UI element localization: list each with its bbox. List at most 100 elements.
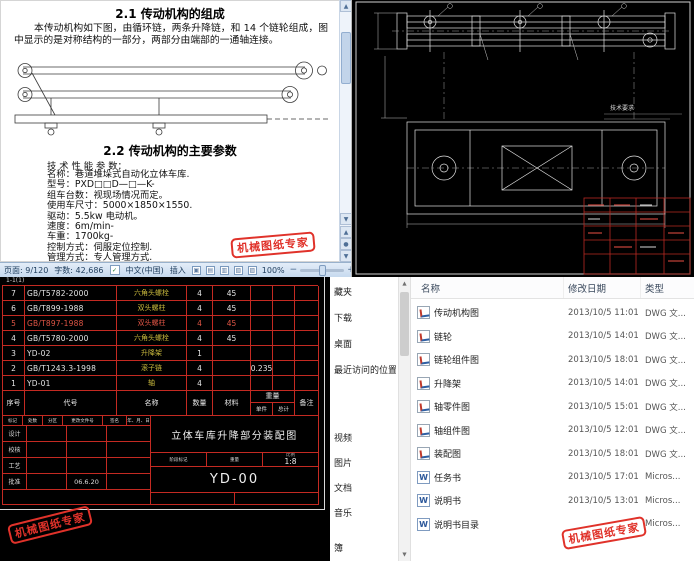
column-header-date[interactable]: 修改日期: [564, 277, 641, 298]
file-date: 2013/10/5 14:01: [568, 331, 639, 342]
file-row[interactable]: 升降架 2013/10/5 14:01 DWG 文...: [411, 372, 694, 396]
file-type: DWG 文...: [645, 332, 686, 343]
zoom-slider[interactable]: − +: [289, 264, 351, 276]
bom-seq: 4: [3, 331, 25, 346]
sidebar-item-documents[interactable]: 文档: [334, 484, 353, 494]
file-row[interactable]: 传动机构图 2013/10/5 11:01 DWG 文...: [411, 301, 694, 325]
file-row[interactable]: 链轮组件图 2013/10/5 18:01 DWG 文...: [411, 348, 694, 372]
bom-name: 滚子链: [117, 361, 187, 376]
bom-unit-weight: [251, 346, 273, 361]
tb-cell: [151, 493, 235, 505]
zoom-thumb[interactable]: [319, 264, 327, 276]
bom-unit-weight: [251, 331, 273, 346]
next-page-button[interactable]: ▼: [340, 250, 351, 262]
word-file-icon: [417, 470, 430, 484]
zoom-track[interactable]: [300, 264, 345, 276]
sidebar-item-desktop[interactable]: 桌面: [334, 340, 353, 350]
file-row[interactable]: 装配图 2013/10/5 18:01 DWG 文...: [411, 442, 694, 466]
file-row[interactable]: 轴组件图 2013/10/5 12:01 DWG 文...: [411, 419, 694, 443]
proofing-status-icon[interactable]: ✓: [109, 265, 120, 275]
bom-code: GB/T5782-2000: [25, 286, 117, 301]
header-material: 材料: [213, 390, 251, 416]
sidebar-item-videos[interactable]: 视频: [334, 434, 353, 444]
spec-line: 组车台数：视现场情况而定。: [47, 189, 168, 201]
tech-requirements-label: 技术要求: [610, 104, 634, 112]
scroll-down-button[interactable]: ▼: [340, 213, 351, 225]
bom-code: GB/T897-1988: [25, 316, 117, 331]
previous-page-button[interactable]: ▲: [340, 226, 351, 238]
zoom-level[interactable]: 100%: [261, 265, 285, 275]
zoom-out-button[interactable]: −: [289, 264, 298, 275]
spec-line: 名称：巷道堆垛式自动化立体车库.: [47, 169, 190, 180]
sidebar-item-music[interactable]: 音乐: [334, 509, 353, 519]
zoom-in-button[interactable]: +: [347, 265, 351, 275]
scroll-down-button[interactable]: ▼: [402, 551, 407, 558]
drawing-title: 立体车库升降部分装配图: [151, 416, 319, 453]
sidebar-item-computer[interactable]: 簿: [334, 544, 344, 554]
file-row[interactable]: 轴零件图 2013/10/5 15:01 DWG 文...: [411, 395, 694, 419]
dwg-file-icon: [417, 376, 430, 390]
bom-total-weight: [273, 316, 295, 331]
dwg-file-icon: [417, 447, 430, 461]
file-row[interactable]: 说明书 2013/10/5 13:01 Micros...: [411, 489, 694, 513]
file-type: Micros...: [645, 495, 681, 506]
tb-cell: [107, 458, 151, 474]
word-vertical-scrollbar[interactable]: ▲ ▼ ▲ ● ▼: [339, 0, 351, 262]
outline-view-icon[interactable]: ▧: [233, 265, 243, 275]
tb-weight-label: 重量: [207, 453, 263, 467]
word-count-indicator[interactable]: 字数: 42,686: [54, 265, 104, 275]
insert-mode-indicator[interactable]: 插入: [169, 265, 186, 275]
bom-material: [213, 361, 251, 376]
column-header-name[interactable]: 名称: [411, 277, 564, 298]
bom-qty: 4: [187, 301, 213, 316]
file-date: 2013/10/5 17:01: [568, 472, 639, 483]
file-type: Micros...: [645, 472, 681, 483]
file-row[interactable]: 说明书目录 Micros...: [411, 513, 694, 537]
file-name: 任务书: [434, 473, 462, 484]
scrollbar-thumb[interactable]: [341, 32, 351, 84]
sheet-frame-line: [324, 277, 325, 509]
sidebar-item-downloads[interactable]: 下载: [334, 314, 353, 324]
bom-table-panel[interactable]: 1-1(1) 7 GB/T5782-2000 六角头螺栓 4 45 6 GB/T…: [0, 277, 330, 561]
web-layout-view-icon[interactable]: ▥: [219, 265, 229, 275]
explorer-vertical-scrollbar[interactable]: ▲ ▼: [398, 277, 411, 561]
word-page[interactable]: 2.1 传动机构的组成 本传动机构如下图，由循环链，两条升降链，和 14 个链轮…: [0, 0, 340, 262]
column-header-type[interactable]: 类型: [645, 283, 665, 295]
sidebar-item-pictures[interactable]: 图片: [334, 459, 353, 469]
tb-role: 批准: [3, 474, 27, 490]
scrollbar-thumb[interactable]: [400, 292, 409, 356]
print-layout-view-icon[interactable]: ▣: [191, 265, 201, 275]
spec-list: 名称：巷道堆垛式自动化立体车库. 型号：PXD□□D—□—K- 组车台数：视现场…: [47, 169, 192, 261]
sheet-note: 1-1(1): [6, 277, 25, 284]
sidebar-item-recent-places[interactable]: 最近访问的位置: [334, 366, 396, 376]
draft-view-icon[interactable]: ▨: [247, 265, 257, 275]
tb-role: 校核: [3, 442, 27, 458]
page-indicator[interactable]: 页面: 9/120: [4, 265, 49, 275]
scroll-up-button[interactable]: ▲: [340, 0, 351, 12]
tb-cell: [27, 426, 67, 442]
file-type: DWG 文...: [645, 402, 686, 413]
file-type: DWG 文...: [645, 355, 686, 366]
fullscreen-view-icon[interactable]: ▤: [205, 265, 215, 275]
header-name: 名称: [117, 390, 187, 416]
bom-material: 45: [213, 331, 251, 346]
bom-total-weight: [273, 346, 295, 361]
dwg-file-icon: [417, 329, 430, 343]
scroll-up-button[interactable]: ▲: [402, 280, 407, 287]
sidebar-item-favorites[interactable]: 藏夹: [334, 288, 353, 298]
tb-label: 处数: [23, 416, 43, 426]
spec-line: 型号：PXD□□D—□—K-: [47, 179, 155, 191]
cad-drawing-panel[interactable]: 技术要求: [352, 0, 694, 277]
spec-title: 技 术 性 能 参 数：: [47, 161, 127, 172]
file-list: 名称 修改日期 类型 传动机构图 2013/10/5 11:01 DWG 文..…: [411, 277, 694, 561]
bom-unit-weight: [251, 316, 273, 331]
file-row[interactable]: 任务书 2013/10/5 17:01 Micros...: [411, 466, 694, 490]
language-indicator[interactable]: 中文(中国): [125, 265, 164, 275]
select-browse-object-button[interactable]: ●: [340, 238, 351, 250]
bom-seq: 1: [3, 376, 25, 391]
bom-unit-weight: [251, 286, 273, 301]
file-name: 轴零件图: [434, 403, 471, 414]
file-name: 轴组件图: [434, 426, 471, 437]
file-row[interactable]: 链轮 2013/10/5 14:01 DWG 文...: [411, 325, 694, 349]
